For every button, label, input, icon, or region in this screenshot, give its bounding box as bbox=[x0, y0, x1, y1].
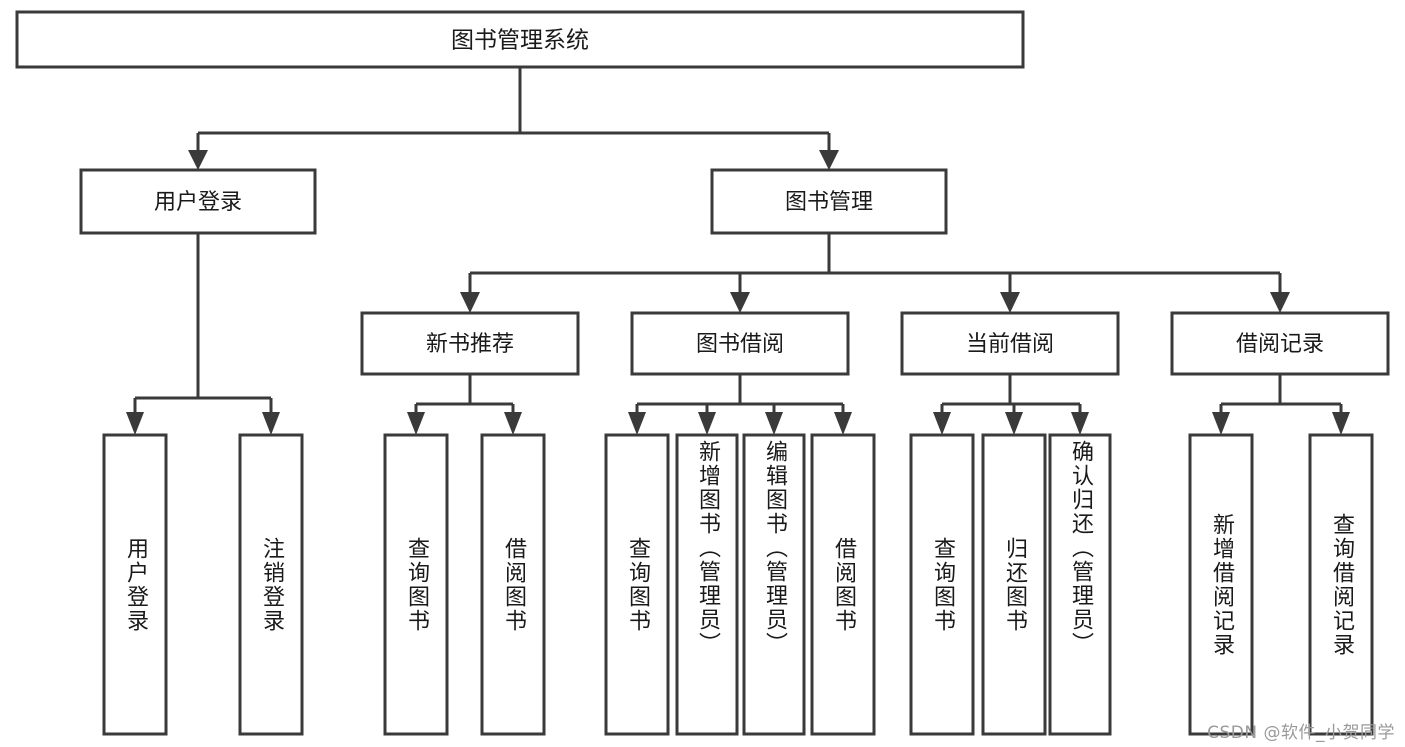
arrow-head-leaf-query-record bbox=[1332, 412, 1350, 435]
arrow-head-leaf-user-login bbox=[126, 412, 144, 435]
leaf-box-borrow-book-1[interactable] bbox=[480, 433, 546, 736]
node-book-manage-box[interactable] bbox=[710, 168, 948, 235]
leaf-box-query-book-2[interactable] bbox=[604, 433, 670, 736]
arrow-head-leaf-add-record bbox=[1212, 412, 1230, 435]
node-root-label: 图书管理系统 bbox=[451, 28, 589, 54]
node-current-borrow[interactable]: 当前借阅 bbox=[900, 311, 1120, 376]
connector-layer bbox=[126, 67, 1350, 435]
node-borrow-record-box[interactable] bbox=[1170, 311, 1390, 376]
node-user-login-label: 用户登录 bbox=[154, 190, 242, 215]
leaf-box-logout[interactable] bbox=[238, 433, 304, 736]
node-new-book-rec[interactable]: 新书推荐 bbox=[360, 311, 580, 376]
arrow-head-leaf-add-book bbox=[698, 412, 716, 435]
arrow-head-current-borrow bbox=[1000, 292, 1020, 313]
arrow-head-leaf-return-book bbox=[1005, 412, 1023, 435]
node-root-box[interactable] bbox=[15, 10, 1025, 69]
leaf-box-edit-book[interactable] bbox=[742, 433, 806, 736]
arrow-head-leaf-edit-book bbox=[765, 412, 783, 435]
node-user-login-box[interactable] bbox=[79, 168, 317, 235]
node-book-borrow-box[interactable] bbox=[630, 311, 850, 376]
node-book-manage-label: 图书管理 bbox=[785, 190, 873, 215]
node-borrow-record[interactable]: 借阅记录 bbox=[1170, 311, 1390, 376]
leaf-box-borrow-book-2[interactable] bbox=[810, 433, 876, 736]
arrow-head-leaf-borrow-book-1 bbox=[504, 412, 522, 435]
node-root[interactable]: 图书管理系统 bbox=[15, 10, 1025, 69]
leaf-box-layer bbox=[102, 433, 1374, 736]
leaf-box-query-book-1[interactable] bbox=[383, 433, 449, 736]
node-book-borrow[interactable]: 图书借阅 bbox=[630, 311, 850, 376]
arrow-head-book-manage bbox=[819, 150, 839, 170]
leaf-box-query-record[interactable] bbox=[1308, 433, 1374, 736]
node-current-borrow-label: 当前借阅 bbox=[966, 332, 1054, 357]
arrow-head-book-borrow bbox=[730, 292, 750, 313]
arrow-head-new-book-rec bbox=[460, 292, 480, 313]
arrow-head-leaf-confirm-return bbox=[1071, 412, 1089, 435]
arrow-head-leaf-query-book-2 bbox=[628, 412, 646, 435]
arrow-head-user-login bbox=[188, 150, 208, 170]
arrow-head-leaf-logout bbox=[262, 412, 280, 435]
node-user-login[interactable]: 用户登录 bbox=[79, 168, 317, 235]
leaf-box-return-book[interactable] bbox=[981, 433, 1047, 736]
node-book-manage[interactable]: 图书管理 bbox=[710, 168, 948, 235]
node-book-borrow-label: 图书借阅 bbox=[696, 332, 784, 357]
node-new-book-rec-label: 新书推荐 bbox=[426, 332, 514, 357]
node-new-book-rec-box[interactable] bbox=[360, 311, 580, 376]
leaf-box-confirm-return[interactable] bbox=[1048, 433, 1112, 736]
leaf-box-add-book[interactable] bbox=[675, 433, 739, 736]
leaf-box-query-book-3[interactable] bbox=[909, 433, 975, 736]
arrow-head-leaf-borrow-book-2 bbox=[834, 412, 852, 435]
csdn-watermark: CSDN @软件_小贺同学 bbox=[1207, 723, 1395, 743]
node-current-borrow-box[interactable] bbox=[900, 311, 1120, 376]
arrow-head-borrow-record bbox=[1270, 292, 1290, 313]
leaf-box-add-record[interactable] bbox=[1188, 433, 1254, 736]
arrow-head-leaf-query-book-1 bbox=[407, 412, 425, 435]
leaf-box-user-login[interactable] bbox=[102, 433, 168, 736]
arrow-head-leaf-query-book-3 bbox=[933, 412, 951, 435]
node-borrow-record-label: 借阅记录 bbox=[1236, 332, 1324, 357]
